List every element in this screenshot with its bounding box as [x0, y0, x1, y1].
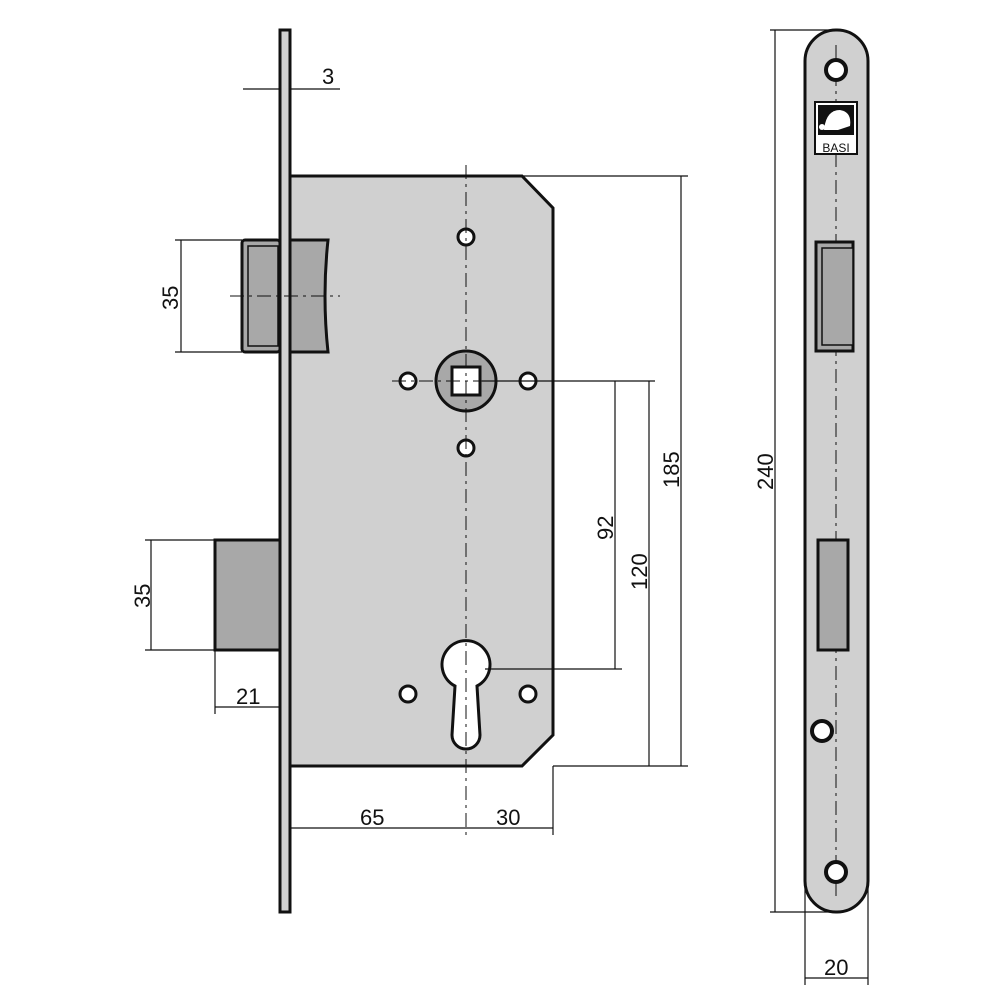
dim-follower-to-cylinder: 92	[593, 516, 618, 540]
front-view	[213, 28, 555, 914]
side-view: BASI	[803, 28, 870, 914]
dim-cylinder-to-edge: 30	[496, 805, 520, 830]
dim-faceplate-width: 20	[824, 955, 848, 980]
cylinder-cutout	[440, 639, 492, 751]
dim-backset: 65	[360, 805, 384, 830]
dim-case-height: 185	[659, 451, 684, 488]
dim-follower-to-bottom: 120	[627, 553, 652, 590]
latch-bolt	[240, 238, 330, 354]
svg-text:BASI: BASI	[822, 141, 849, 155]
faceplate-screw-holes	[810, 58, 848, 884]
dim-deadbolt-throw: 21	[236, 684, 260, 709]
deadbolt-opening	[816, 538, 850, 652]
dim-faceplate-thickness: 3	[322, 64, 334, 89]
dim-latch-height: 35	[158, 286, 183, 310]
lock-case	[288, 174, 555, 768]
dimension-lines	[145, 29, 869, 985]
deadbolt	[213, 538, 282, 652]
dim-deadbolt-height: 35	[130, 584, 155, 608]
dim-faceplate-length: 240	[753, 453, 778, 490]
basi-logo: BASI	[814, 101, 858, 155]
